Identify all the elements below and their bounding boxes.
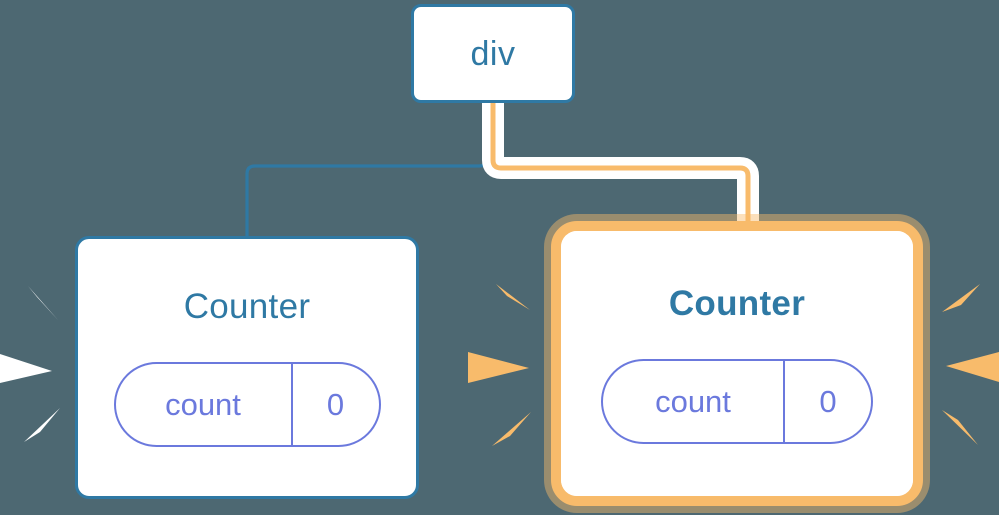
- counter-right-body: Counter count 0: [561, 231, 913, 496]
- sparkle-ray-top: [496, 284, 530, 310]
- node-div[interactable]: div: [411, 4, 575, 103]
- sparkle-burst-counter-right-left-side: [468, 284, 531, 446]
- node-div-label: div: [470, 34, 516, 73]
- sparkle-ray-bottom: [24, 408, 60, 442]
- counter-left-body: Counter count 0: [78, 239, 416, 496]
- state-pill-key: count: [116, 364, 293, 445]
- state-pill-key: count: [603, 361, 785, 442]
- sparkle-ray-middle: [468, 352, 529, 383]
- node-counter-left-label: Counter: [183, 287, 311, 326]
- state-pill-counter-left[interactable]: count 0: [113, 362, 381, 447]
- sparkle-ray-middle: [946, 352, 999, 382]
- state-pill-counter-right[interactable]: count 0: [601, 359, 873, 444]
- sparkle-ray-top: [942, 284, 980, 312]
- sparkle-burst-counter-left: [0, 286, 60, 442]
- state-pill-value: 0: [326, 387, 345, 422]
- node-counter-right[interactable]: Counter count 0: [551, 221, 923, 506]
- state-pill-value: 0: [819, 384, 837, 419]
- sparkle-burst-counter-right-right-side: [942, 284, 999, 445]
- sparkle-ray-top: [28, 286, 58, 320]
- node-counter-right-label: Counter: [668, 284, 806, 323]
- sparkle-ray-bottom: [942, 410, 978, 445]
- edge-root-to-counter-left: [245, 103, 489, 236]
- sparkle-ray-bottom: [492, 412, 531, 446]
- sparkle-ray-middle: [0, 354, 52, 383]
- node-counter-left[interactable]: Counter count 0: [75, 236, 419, 499]
